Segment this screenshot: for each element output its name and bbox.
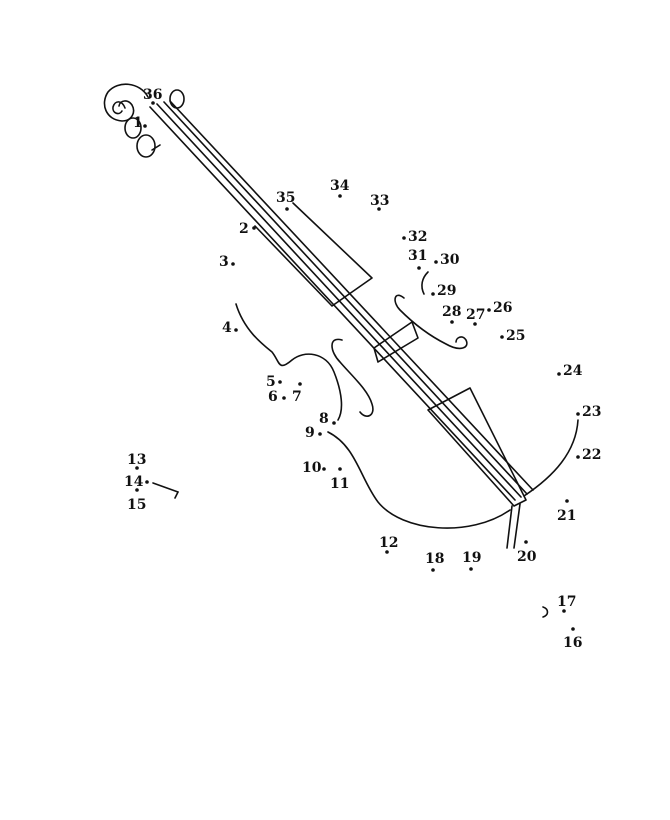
- label-14: 14: [124, 474, 144, 490]
- dot-24: [557, 372, 561, 376]
- dot-16: [571, 627, 575, 631]
- label-1: 1: [133, 115, 143, 131]
- dot-18: [431, 568, 435, 572]
- f-hole-left: [331, 338, 374, 417]
- tail-gut-b: [513, 503, 521, 549]
- dot-36: [151, 101, 155, 105]
- label-34: 34: [330, 178, 350, 194]
- label-30: 30: [440, 252, 460, 268]
- dot-2: [252, 226, 256, 230]
- upper-bout-left: [235, 303, 343, 421]
- label-4: 4: [222, 320, 232, 336]
- dot-32: [402, 236, 406, 240]
- lower-bout-right: [523, 419, 579, 497]
- dot-33: [377, 207, 381, 211]
- peg-left-a: [124, 117, 142, 139]
- dot-1: [143, 124, 147, 128]
- label-13: 13: [127, 452, 146, 468]
- label-16: 16: [563, 635, 582, 651]
- dot-8: [332, 421, 336, 425]
- label-27: 27: [466, 307, 485, 323]
- numbered-dots: 1 2 3 4 5 6 7 8 9 10 11 12 13 14 15 16 1: [124, 87, 601, 651]
- dot-10: [322, 467, 326, 471]
- dot-11: [338, 467, 342, 471]
- label-17: 17: [557, 594, 576, 610]
- label-9: 9: [305, 425, 315, 441]
- mark-17: [542, 606, 549, 618]
- label-32: 32: [408, 229, 427, 245]
- dot-27: [473, 322, 477, 326]
- peg-stem: [151, 144, 161, 151]
- label-29: 29: [437, 283, 456, 299]
- label-22: 22: [582, 447, 601, 463]
- label-15: 15: [127, 497, 146, 513]
- scroll-curl: [112, 101, 126, 115]
- dot-28: [450, 320, 454, 324]
- label-8: 8: [319, 411, 329, 427]
- peg-left-b: [136, 134, 156, 158]
- tail-gut-a: [506, 505, 513, 549]
- label-2: 2: [239, 221, 249, 237]
- label-19: 19: [462, 550, 481, 566]
- label-35: 35: [276, 190, 295, 206]
- dot-20: [524, 540, 528, 544]
- label-6: 6: [268, 389, 278, 405]
- peg-top: [169, 89, 185, 109]
- scroll-outline: [103, 83, 149, 122]
- label-33: 33: [370, 193, 389, 209]
- dot-3: [231, 262, 235, 266]
- label-28: 28: [442, 304, 461, 320]
- tailpiece: [427, 387, 527, 507]
- dot-19: [469, 567, 473, 571]
- dot-9: [318, 432, 322, 436]
- dot-4: [234, 328, 238, 332]
- dot-23: [576, 412, 580, 416]
- label-21: 21: [557, 508, 576, 524]
- f-hole-right: [394, 294, 468, 350]
- dot-15: [135, 488, 139, 492]
- label-25: 25: [506, 328, 525, 344]
- lower-bout: [327, 431, 511, 529]
- label-23: 23: [582, 404, 601, 420]
- dot-6: [282, 396, 286, 400]
- fingerboard: [254, 202, 373, 307]
- violin-drawing: [103, 83, 579, 618]
- label-24: 24: [563, 363, 583, 379]
- dot-12: [385, 550, 389, 554]
- dot-17: [562, 609, 566, 613]
- dot-31: [417, 266, 421, 270]
- label-11: 11: [330, 476, 349, 492]
- label-31: 31: [408, 248, 427, 264]
- string-4: [169, 100, 534, 491]
- dot-13: [135, 466, 139, 470]
- dot-5: [278, 380, 282, 384]
- dot-30: [434, 260, 438, 264]
- f-curl-right: [421, 271, 429, 295]
- mark-14: [152, 482, 179, 493]
- dot-29: [431, 292, 435, 296]
- dot-34: [338, 194, 342, 198]
- string-3: [163, 101, 528, 495]
- dot-7: [298, 382, 302, 386]
- label-20: 20: [517, 549, 537, 565]
- label-5: 5: [266, 374, 276, 390]
- dot-22: [576, 455, 580, 459]
- label-7: 7: [292, 389, 302, 405]
- dot-35: [285, 207, 289, 211]
- label-26: 26: [493, 300, 512, 316]
- label-10: 10: [302, 460, 322, 476]
- dot-25: [500, 335, 504, 339]
- dot-14: [145, 480, 149, 484]
- label-18: 18: [425, 551, 444, 567]
- string-1: [149, 106, 516, 501]
- label-12: 12: [379, 535, 398, 551]
- dot-26: [487, 308, 491, 312]
- mark-14-tick: [174, 491, 179, 499]
- dot-21: [565, 499, 569, 503]
- label-36: 36: [143, 87, 162, 103]
- bridge: [373, 321, 419, 363]
- label-3: 3: [219, 254, 229, 270]
